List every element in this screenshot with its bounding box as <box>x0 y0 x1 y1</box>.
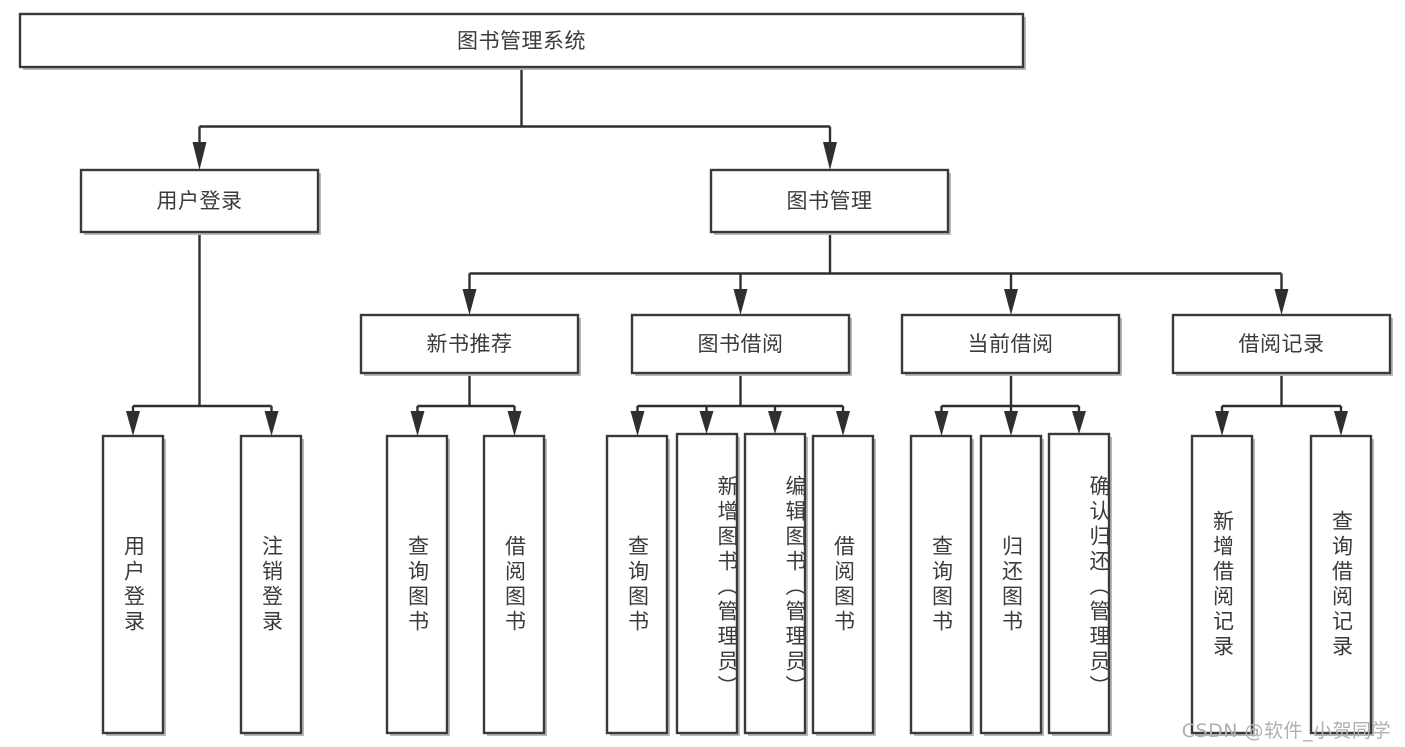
node-root[interactable]: 图书管理系统 <box>18 12 1026 70</box>
connector-new-book-to-leaves <box>410 375 522 436</box>
node-book-management-label: 图书管理 <box>787 189 873 213</box>
leaf-new-book-borrow[interactable] <box>482 434 547 736</box>
connector-book-borrow-to-leaves <box>630 375 850 436</box>
leaf-book-borrow-borrow[interactable] <box>811 434 876 736</box>
node-root-label: 图书管理系统 <box>457 29 586 53</box>
node-book-borrow-label: 图书借阅 <box>698 332 784 356</box>
node-borrow-record[interactable]: 借阅记录 <box>1171 313 1393 376</box>
leaf-user-login-logout[interactable] <box>239 434 304 736</box>
leaf-new-book-query[interactable] <box>385 434 450 736</box>
node-current-borrow-label: 当前借阅 <box>968 332 1054 356</box>
node-new-book-recommend[interactable]: 新书推荐 <box>359 313 581 376</box>
leaf-user-login-login[interactable] <box>101 434 166 736</box>
connector-borrow-record-to-leaves <box>1215 375 1348 436</box>
node-book-management[interactable]: 图书管理 <box>709 168 951 235</box>
watermark: CSDN @软件_小贺同学 <box>1181 720 1391 742</box>
node-new-book-recommend-label: 新书推荐 <box>427 332 513 356</box>
leaf-borrow-record-query[interactable] <box>1309 434 1374 736</box>
node-current-borrow[interactable]: 当前借阅 <box>900 313 1122 376</box>
leaf-book-borrow-add[interactable] <box>675 432 740 736</box>
leaf-book-borrow-query[interactable] <box>605 434 670 736</box>
node-book-borrow[interactable]: 图书借阅 <box>630 313 852 376</box>
leaf-current-borrow-confirm[interactable] <box>1047 432 1112 736</box>
leaf-book-borrow-edit[interactable] <box>743 432 808 736</box>
connector-root-to-level2 <box>192 67 837 170</box>
connector-user-login-to-leaves <box>126 232 279 436</box>
leaf-current-borrow-query[interactable] <box>909 434 974 736</box>
connector-book-mgmt-to-level3 <box>462 232 1289 315</box>
leaf-current-borrow-return[interactable] <box>979 434 1044 736</box>
node-user-login[interactable]: 用户登录 <box>79 168 321 235</box>
node-borrow-record-label: 借阅记录 <box>1239 332 1325 356</box>
leaf-borrow-record-add[interactable] <box>1190 434 1255 736</box>
node-user-login-label: 用户登录 <box>157 189 243 213</box>
connector-current-borrow-to-leaves <box>934 375 1086 436</box>
